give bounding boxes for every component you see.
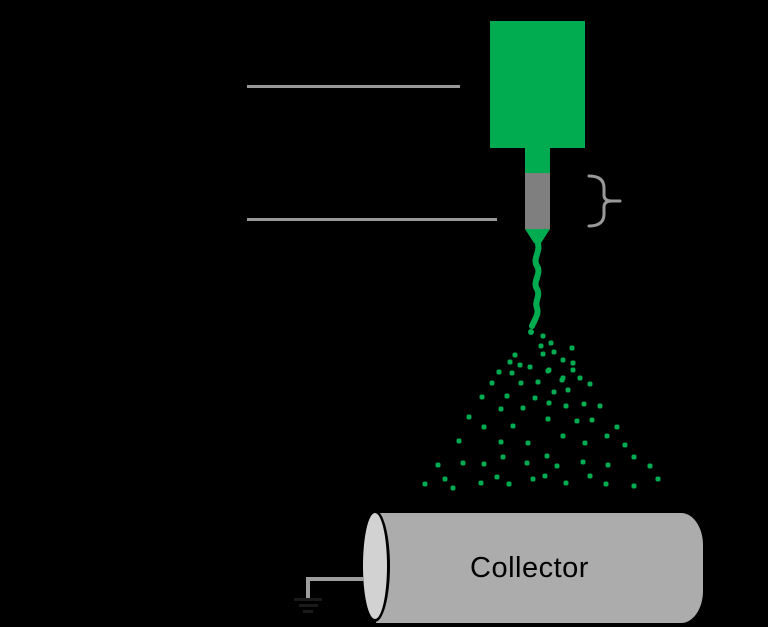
spray-droplet — [542, 473, 548, 479]
spray-droplet — [577, 375, 583, 381]
spray-droplet — [540, 351, 546, 357]
syringe-barrel — [490, 21, 585, 148]
spray-droplet — [554, 463, 560, 469]
spray-droplet — [532, 395, 538, 401]
spray-droplet — [587, 381, 593, 387]
spray-droplet — [548, 340, 554, 346]
spray-droplet — [509, 370, 515, 376]
spray-droplet — [450, 485, 456, 491]
ground-wire-vertical — [306, 577, 310, 599]
spray-droplet — [540, 333, 546, 339]
spray-droplet — [496, 369, 502, 375]
spray-droplet — [422, 481, 428, 487]
spray-droplet — [517, 362, 523, 368]
leader-line-syringe — [247, 85, 460, 88]
spray-droplet — [494, 474, 500, 480]
ground-icon — [294, 598, 322, 601]
spray-droplet — [525, 440, 531, 446]
spray-droplet — [559, 377, 565, 383]
collector-drum: Collector — [376, 513, 703, 623]
spray-droplet — [563, 480, 569, 486]
spray-droplet — [518, 380, 524, 386]
spray-droplet — [456, 438, 462, 444]
collector-end-cap — [360, 510, 390, 622]
ground-icon — [303, 610, 313, 613]
spray-droplet — [512, 352, 518, 358]
spray-droplet — [500, 454, 506, 460]
spray-droplet — [504, 393, 510, 399]
spray-droplet — [520, 405, 526, 411]
syringe-neck — [525, 148, 550, 174]
ground-wire-horizontal — [306, 577, 364, 581]
spray-droplet — [535, 379, 541, 385]
spray-droplet — [442, 476, 448, 482]
spray-droplet — [582, 440, 588, 446]
spray-droplet — [479, 394, 485, 400]
spray-droplet — [631, 483, 637, 489]
spray-droplet — [580, 459, 586, 465]
spray-droplet — [481, 461, 487, 467]
spray-droplet — [565, 387, 571, 393]
spray-droplet — [604, 433, 610, 439]
collector-label: Collector — [470, 551, 589, 584]
spray-droplet — [506, 481, 512, 487]
spray-droplet — [545, 416, 551, 422]
spray-droplet — [622, 442, 628, 448]
spray-droplet — [524, 460, 530, 466]
spray-droplet — [605, 462, 611, 468]
spray-droplet — [655, 476, 661, 482]
spray-droplet — [435, 462, 441, 468]
spray-droplet — [510, 423, 516, 429]
spray-droplet — [544, 453, 550, 459]
spray-droplet — [460, 460, 466, 466]
spray-droplet — [498, 439, 504, 445]
spray-droplet — [581, 401, 587, 407]
ground-icon — [299, 604, 318, 607]
spray-droplet — [569, 345, 575, 351]
spray-droplet — [631, 454, 637, 460]
spray-droplet — [489, 380, 495, 386]
spray-droplet — [546, 400, 552, 406]
spray-droplet — [551, 389, 557, 395]
spray-droplet — [614, 424, 620, 430]
spray-droplet — [507, 359, 513, 365]
spray-droplet — [530, 476, 536, 482]
leader-line-needle — [247, 218, 497, 221]
needle — [525, 173, 550, 229]
spray-droplet — [466, 414, 472, 420]
spray-droplet — [545, 368, 551, 374]
spray-droplet — [647, 463, 653, 469]
spray-droplet — [589, 417, 595, 423]
spray-droplet — [481, 424, 487, 430]
spray-droplet — [560, 433, 566, 439]
spray-droplet — [560, 357, 566, 363]
spray-droplet — [570, 360, 576, 366]
spray-droplet — [563, 403, 569, 409]
spray-droplet — [587, 473, 593, 479]
spray-droplet — [551, 349, 557, 355]
spray-droplet — [478, 480, 484, 486]
spray-droplet — [597, 403, 603, 409]
spray-droplet — [570, 367, 576, 373]
spray-droplet — [538, 343, 544, 349]
spray-droplet — [527, 364, 533, 370]
spray-droplet — [574, 418, 580, 424]
spray-droplet — [603, 481, 609, 487]
spray-droplet — [498, 406, 504, 412]
